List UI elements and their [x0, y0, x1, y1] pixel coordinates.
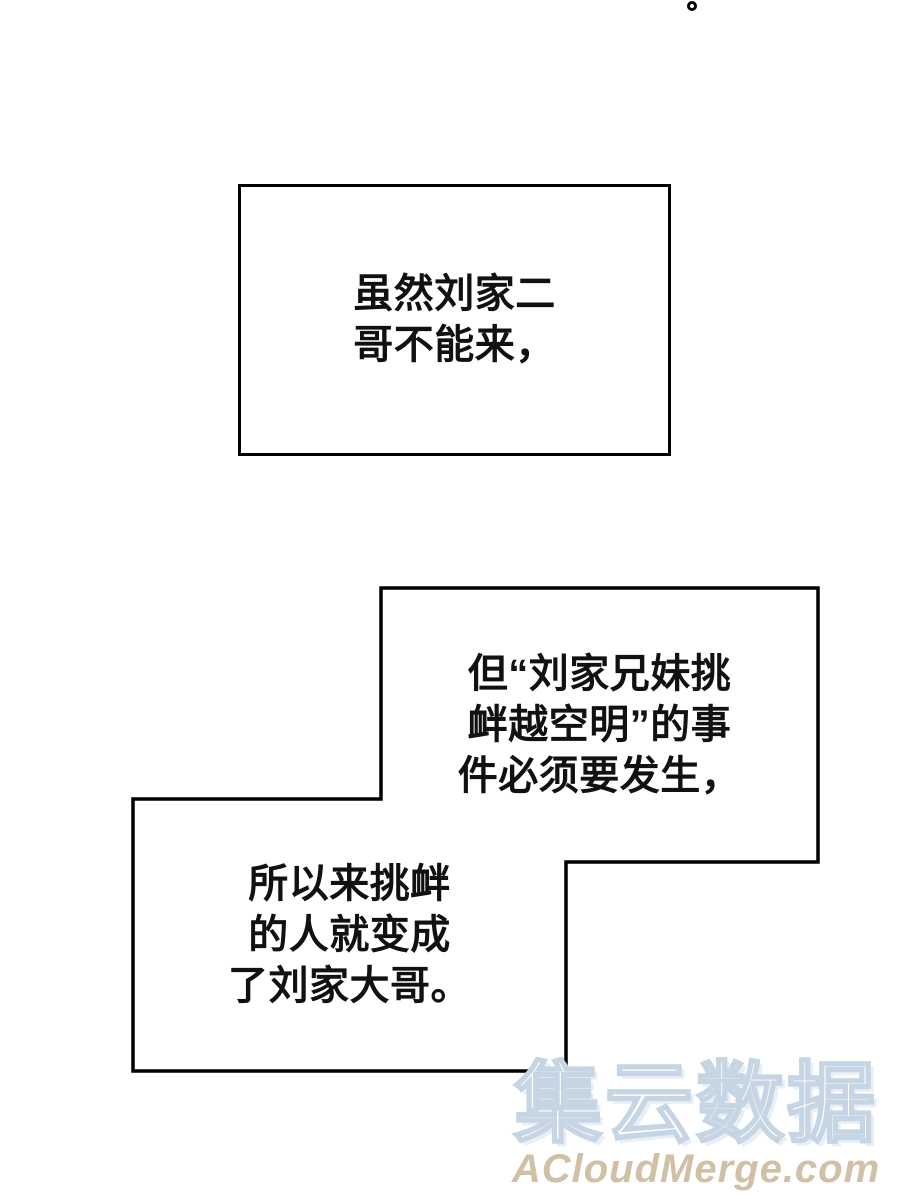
- watermark: 集云数据 ACloudMerge.com: [498, 1054, 894, 1191]
- narration-box-1: 虽然刘家二 哥不能来，: [238, 184, 671, 456]
- narration-box-3: 所以来挑衅 的人就变成 了刘家大哥。: [133, 799, 566, 1071]
- narration-text-3: 所以来挑衅 的人就变成 了刘家大哥。: [228, 861, 471, 1008]
- watermark-site-text: ACloudMerge.com: [511, 1147, 881, 1191]
- narration-text-1: 虽然刘家二 哥不能来，: [353, 272, 556, 367]
- narration-box-2: 但“刘家兄妹挑 衅越空明”的事 件必须要发生，: [381, 588, 818, 862]
- narration-text-2: 但“刘家兄妹挑 衅越空明”的事 件必须要发生，: [457, 651, 742, 798]
- cutoff-period-mark: [687, 1, 697, 11]
